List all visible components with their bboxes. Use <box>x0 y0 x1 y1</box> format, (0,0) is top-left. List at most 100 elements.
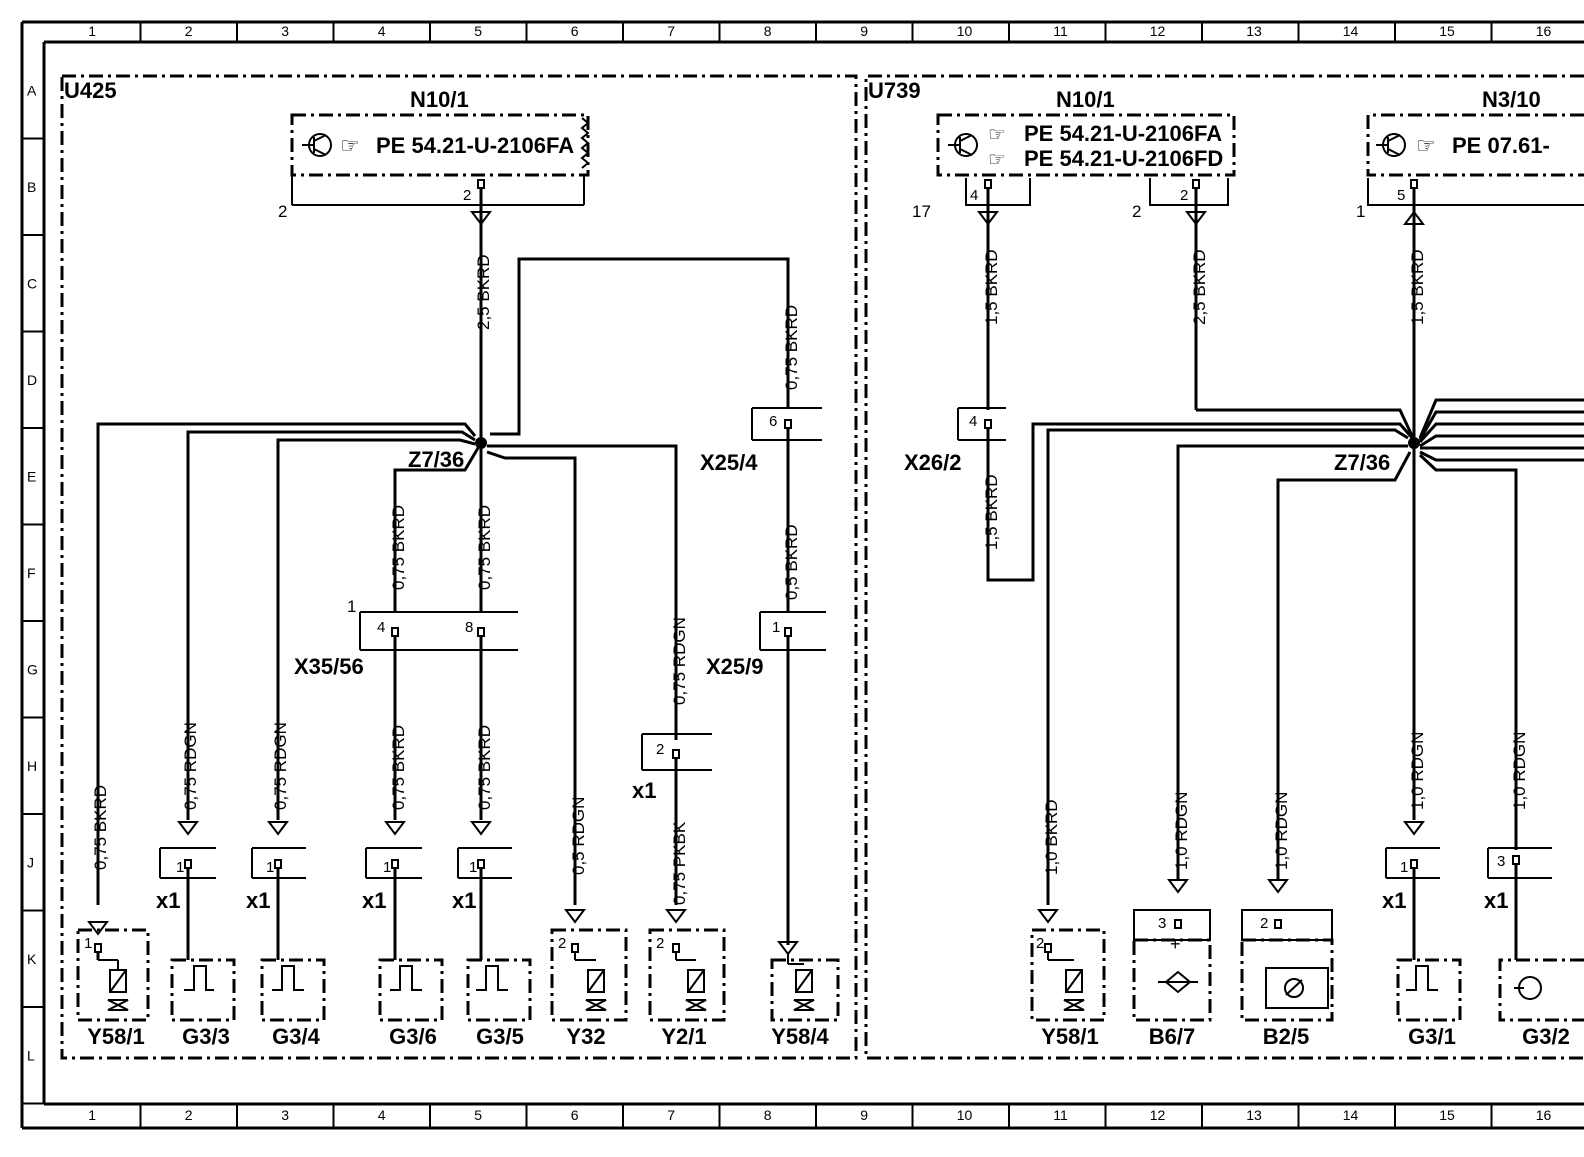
solenoid-valve-icon <box>1030 909 1106 1022</box>
wire-label: 0,75 RDGN <box>670 617 689 705</box>
grid-column-label: 7 <box>667 23 675 39</box>
pin-label: 1 <box>266 859 274 876</box>
grid-column-label: 16 <box>1536 1107 1552 1123</box>
component-label: Y58/1 <box>87 1024 145 1049</box>
pin-label: 1 <box>469 859 477 876</box>
pointing-hand-icon: ☞ <box>1416 133 1436 158</box>
grid-row-label: E <box>27 468 36 484</box>
svg-text:+: + <box>1170 934 1181 954</box>
connector-label-x25-4: X25/4 <box>700 450 758 475</box>
grid-column-label: 4 <box>378 1107 386 1123</box>
connector-label-x1: x1 <box>1484 888 1508 913</box>
component-label: G3/5 <box>476 1024 524 1049</box>
frame <box>20 20 1584 1130</box>
pin-label: 1 <box>383 859 391 876</box>
svg-text:Z7/36: Z7/36 <box>1334 450 1390 475</box>
grid-column-label: 6 <box>571 1107 579 1123</box>
right-module-box <box>936 113 1236 177</box>
connector-label-x26-2: X26/2 <box>904 450 962 475</box>
solenoid-valve-icon <box>770 954 840 1022</box>
grid-row-label: H <box>27 758 37 774</box>
pin-label: 1 <box>772 619 780 636</box>
pin-label: 2 <box>656 935 664 952</box>
wire-label: 0,5 BKRD <box>782 524 801 600</box>
section-u739-border <box>864 74 1584 1060</box>
grid-row-label: D <box>27 372 37 388</box>
wire-label: 0,75 BKRD <box>475 725 494 810</box>
right-components: 2 + 3 2 <box>1030 879 1584 1022</box>
connector-label-x1: x1 <box>632 778 656 803</box>
grid-column-label: 12 <box>1150 23 1166 39</box>
pin-label: 4 <box>377 619 385 636</box>
right-module-pe-ref-2: PE 54.21-U-2106FD <box>1024 146 1223 171</box>
lambda-sensor-icon <box>260 958 326 1022</box>
pin-label: 1 <box>176 859 184 876</box>
grid-column-label: 13 <box>1246 23 1262 39</box>
wire-label: 1,0 RDGN <box>1172 792 1191 870</box>
arrow-icon <box>777 941 799 956</box>
pointing-hand-icon: ☞ <box>340 133 360 158</box>
left-module-box <box>290 113 590 177</box>
pointing-hand-icon: ☞ <box>988 149 1006 171</box>
component-label: G3/1 <box>1408 1024 1456 1049</box>
connector-label-x1: x1 <box>362 888 386 913</box>
connector-label-x1: x1 <box>246 888 270 913</box>
right-module-pin-rail <box>965 178 1031 206</box>
component-label: B2/5 <box>1263 1024 1309 1049</box>
solenoid-valve-icon <box>96 952 129 1011</box>
wire-label: 0,75 BKRD <box>389 505 408 590</box>
component-label: G3/4 <box>272 1024 320 1049</box>
grid-column-label: 10 <box>957 23 973 39</box>
pin-label: 2 <box>463 187 471 204</box>
pin-label: 1 <box>1356 202 1365 221</box>
grid-row-label: F <box>27 565 36 581</box>
grid-row-label: G <box>27 661 38 677</box>
grid-row-label: L <box>27 1047 35 1063</box>
x1-connectors-right <box>1385 821 1552 960</box>
grid-row-label: B <box>27 179 36 195</box>
pin-label: 4 <box>970 187 978 204</box>
connector-label-x25-9: X25/9 <box>706 654 764 679</box>
valve-y58-1 <box>76 928 150 1022</box>
wire-label: 1,0 BKRD <box>1042 799 1061 875</box>
pin-label: 2 <box>278 202 287 221</box>
grid-column-label: 2 <box>185 23 193 39</box>
grid-column-label: 1 <box>88 1107 96 1123</box>
grid-column-label: 11 <box>1053 23 1068 39</box>
grid-column-label: 13 <box>1246 1107 1262 1123</box>
connector-label-x1: x1 <box>452 888 476 913</box>
grid-column-label: 9 <box>860 23 868 39</box>
splice-z7-36-right: Z7/36 <box>1334 437 1420 475</box>
grid-column-label: 5 <box>474 23 482 39</box>
temperature-sensor-icon: + <box>1132 879 1212 1022</box>
lambda-sensor-icon <box>1396 958 1462 1022</box>
section-u425-label: U425 <box>64 78 117 103</box>
transistor-icon <box>302 133 332 157</box>
lambda-sensor-icon <box>378 958 444 1022</box>
grid-column-label: 10 <box>957 1107 973 1123</box>
pin-label: 1 <box>84 935 92 952</box>
transistor-icon <box>1376 133 1406 157</box>
grid-column-label: 8 <box>764 23 772 39</box>
grid-column-label: 16 <box>1536 23 1552 39</box>
grid-column-label: 3 <box>281 23 289 39</box>
pin-label: 8 <box>465 619 473 636</box>
connector-x26-2 <box>957 407 1006 441</box>
pin-label: 2 <box>1132 202 1141 221</box>
grid-column-label: 8 <box>764 1107 772 1123</box>
wire-label: 1,0 RDGN <box>1408 732 1427 810</box>
grid-column-label: 15 <box>1439 23 1455 39</box>
wire-label: 1,5 BKRD <box>982 474 1001 550</box>
wire-label: 0,75 RDGN <box>181 722 200 810</box>
component-label: Y58/4 <box>771 1024 829 1049</box>
pin-label: 2 <box>1180 187 1188 204</box>
pin-label: 2 <box>656 741 664 758</box>
pin-label: 4 <box>969 413 977 430</box>
grid-column-label: 7 <box>667 1107 675 1123</box>
grid-row-label: C <box>27 275 37 291</box>
transistor-icon <box>948 133 978 157</box>
wire-label: 2,5 BKRD <box>1190 249 1209 325</box>
pointing-hand-icon: ☞ <box>988 124 1006 146</box>
pin-label: 1 <box>347 597 356 616</box>
